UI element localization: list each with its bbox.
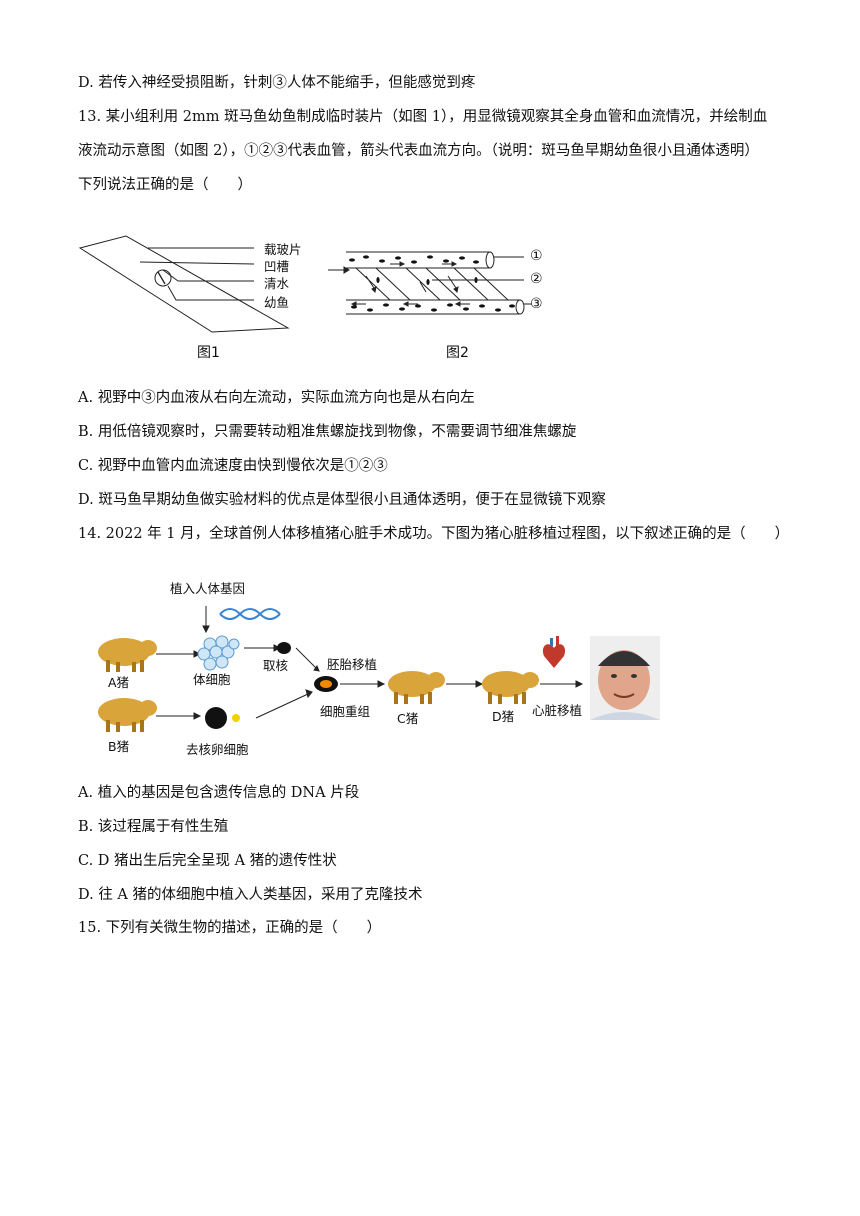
nucleus-icon: [277, 642, 291, 654]
fig3-label-recombination: 细胞重组: [320, 704, 371, 719]
fig1-label-water: 清水: [264, 276, 290, 291]
fig3-label-pig-c: C猪: [397, 711, 419, 726]
body-cell-cluster-icon: [197, 635, 240, 671]
question-13-line3: 下列说法正确的是（ ）: [78, 177, 252, 193]
dna-icon: [219, 608, 281, 620]
option-d-q12: D. 若传入神经受损阻断，针刺③人体不能缩手，但能感觉到疼: [78, 75, 476, 91]
question-13-line2: 液流动示意图（如图 2），①②③代表血管，箭头代表血流方向。（说明：斑马鱼早期幼…: [78, 143, 759, 159]
figure-1-slide-diagram: [78, 235, 290, 333]
q14-option-d: D. 往 A 猪的体细胞中植入人类基因，采用了克隆技术: [78, 887, 423, 903]
question-15: 15. 下列有关微生物的描述，正确的是（ ）: [78, 920, 382, 936]
q13-option-c: C. 视野中血管内血流速度由快到慢依次是①②③: [78, 458, 388, 474]
pig-a-icon: [98, 638, 157, 672]
q14-option-b: B. 该过程属于有性生殖: [78, 819, 229, 835]
fig3-label-heart-transplant: 心脏移植: [532, 703, 583, 718]
figure-3-transplant-flow: [98, 606, 660, 732]
pig-b-icon: [98, 698, 157, 732]
fig1-label-groove: 凹槽: [264, 259, 290, 274]
fig1-label-fish: 幼鱼: [264, 295, 290, 310]
fig2-label-vessel-1: ①: [530, 248, 543, 264]
egg-cell-icon: [205, 707, 227, 729]
q13-option-b: B. 用低倍镜观察时，只需要转动粗准焦螺旋找到物像，不需要调节细准焦螺旋: [78, 424, 577, 440]
fig3-label-pig-a: A猪: [108, 675, 130, 690]
fig3-label-enucleated-egg: 去核卵细胞: [186, 742, 249, 757]
question-14: 14. 2022 年 1 月，全球首例人体移植猪心脏手术成功。下图为猪心脏移植过…: [78, 526, 790, 542]
fig2-label-vessel-2: ②: [530, 271, 543, 287]
patient-face-icon: [590, 636, 660, 720]
fig1-caption: 图1: [197, 345, 220, 361]
fig3-label-pig-d: D猪: [492, 709, 515, 724]
pig-c-icon: [388, 671, 445, 704]
fig3-label-body-cell: 体细胞: [193, 672, 231, 687]
fig3-label-gene: 植入人体基因: [170, 581, 246, 596]
fig3-label-take-nucleus: 取核: [263, 658, 289, 673]
fig1-label-slide: 载玻片: [264, 242, 302, 257]
figure-2-vessel-diagram: [328, 251, 532, 315]
fig2-label-vessel-3: ③: [530, 296, 543, 312]
fig2-caption: 图2: [446, 345, 469, 361]
q14-option-c: C. D 猪出生后完全呈现 A 猪的遗传性状: [78, 853, 337, 869]
pig-d-icon: [482, 671, 539, 704]
q13-option-a: A. 视野中③内血液从右向左流动，实际血流方向也是从右向左: [78, 390, 475, 406]
q14-option-a: A. 植入的基因是包含遗传信息的 DNA 片段: [78, 785, 360, 801]
q13-option-d: D. 斑马鱼早期幼鱼做实验材料的优点是体型很小且通体透明，便于在显微镜下观察: [78, 492, 606, 508]
fig3-label-pig-b: B猪: [108, 739, 130, 754]
fig3-label-embryo-transfer: 胚胎移植: [327, 657, 378, 672]
question-13-line1: 13. 某小组利用 2mm 斑马鱼幼鱼制成临时装片（如图 1），用显微镜观察其全…: [78, 109, 768, 125]
heart-icon: [542, 636, 566, 668]
